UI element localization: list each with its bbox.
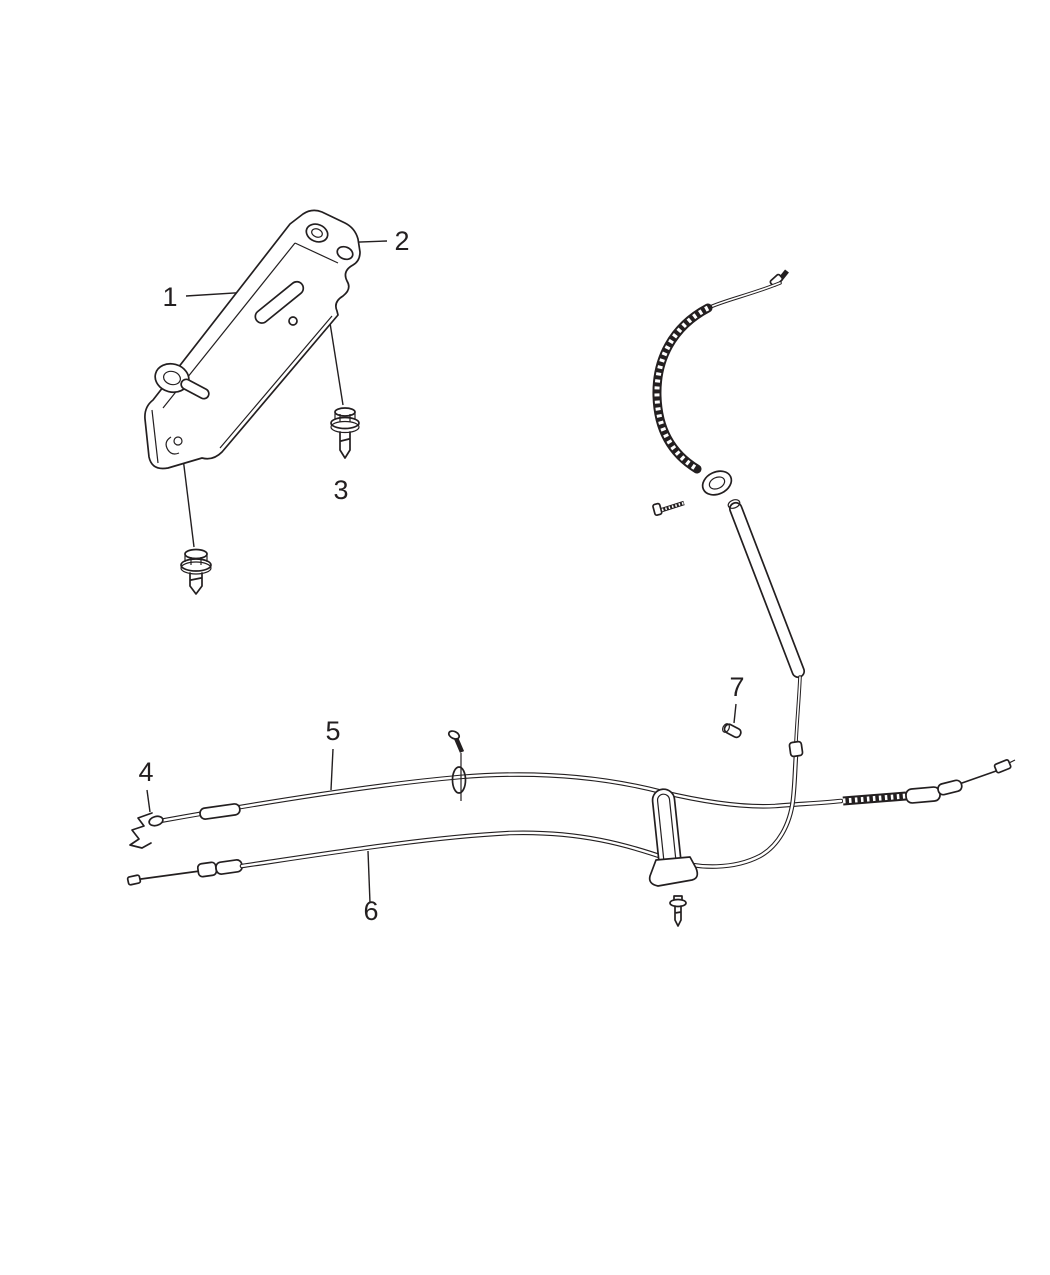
cable-6-path <box>239 752 799 869</box>
callout-label-4: 4 <box>138 757 153 787</box>
retainer-clip-shape <box>129 812 153 849</box>
cable-6-left-fitting-2 <box>215 859 243 875</box>
bolt-left <box>180 548 212 595</box>
cable-5-fitting <box>199 803 241 820</box>
front-cable-lower-core <box>795 676 801 743</box>
bracket-top-hole-inner <box>311 228 323 238</box>
bracket-left-fold <box>151 409 159 464</box>
bracket-bottom-hole <box>173 436 183 446</box>
callout-label-7: 7 <box>729 672 744 702</box>
cable-5-right-fitting <box>905 786 941 804</box>
bolt-right <box>330 407 360 459</box>
strap-screw-shank <box>674 905 682 927</box>
pin-body <box>723 723 742 739</box>
bracket-side-hole <box>336 245 354 261</box>
cable-5-right-fitting-2 <box>937 779 963 796</box>
callout-labels: 1 2 3 4 5 6 7 <box>138 226 744 926</box>
cable-5-path <box>157 772 844 824</box>
leader-4 <box>146 789 151 813</box>
junction-fitting <box>788 740 804 758</box>
clip-stud-head <box>447 730 461 740</box>
cable-5-right-end-tip <box>1008 759 1016 764</box>
bolt-right-head-facets <box>334 412 356 422</box>
mounting-bracket <box>144 209 361 470</box>
bolt-right-flange-edge <box>330 420 360 434</box>
strap-screw <box>669 895 687 927</box>
callout-label-5: 5 <box>325 716 340 746</box>
small-screw-upper-threads <box>661 501 685 512</box>
cable-5-threaded-bands <box>842 793 907 804</box>
pin-end-cap <box>722 723 730 733</box>
clip-cable-band <box>451 766 467 794</box>
cable-5-core <box>158 773 843 823</box>
bracket-grommet-inner <box>163 370 181 386</box>
bracket-slot <box>254 280 305 324</box>
retainer-clip-ferrule <box>148 815 164 827</box>
leader-7 <box>733 703 737 724</box>
callout-label-2: 2 <box>394 226 409 256</box>
cable-clevis-loop-inner <box>708 476 726 490</box>
strap-foot <box>648 856 699 887</box>
cable-6-left-rod <box>140 870 201 880</box>
cable-5-right-end-cap <box>993 759 1012 774</box>
cable-5-right-rod <box>961 769 1000 784</box>
pin-part-7 <box>722 723 742 739</box>
front-cable-conduit-coils <box>654 305 710 472</box>
bolt-right-head <box>334 407 356 417</box>
bolt-left-shank <box>189 572 203 595</box>
bolt-left-head-facets <box>184 554 208 565</box>
leader-5 <box>330 748 334 791</box>
cable-6-left-end-cap <box>126 874 142 886</box>
bracket-flange-fold <box>294 242 339 264</box>
small-screw-upper <box>652 500 685 517</box>
strap-screw-flange <box>669 898 687 908</box>
bolt-left-head <box>184 548 208 560</box>
bracket-top-hole <box>305 223 329 243</box>
cable-end-retainer-clip <box>129 812 164 849</box>
cable-strap-retainer <box>648 788 699 927</box>
bolt-right-flange <box>330 416 360 430</box>
bolt-right-shank <box>339 431 351 459</box>
park-brake-cable-right <box>126 752 799 886</box>
clip-stud-shank <box>453 737 465 753</box>
front-cable-conduit <box>652 303 713 474</box>
bracket-small-hole <box>288 316 298 326</box>
front-cable-upper-core <box>707 282 781 309</box>
equalizer-rod-body <box>728 501 806 679</box>
cable-clip-stud <box>447 730 467 801</box>
equalizer-rod <box>727 499 806 679</box>
equalizer-junction <box>788 740 804 758</box>
cable-6-left-fitting-1 <box>196 861 218 878</box>
park-brake-cable-left <box>129 759 1016 849</box>
bracket-inner-edge-bottom <box>219 315 333 449</box>
bracket-bottom-hook <box>165 436 180 455</box>
bracket-body <box>144 209 361 470</box>
front-cable-assembly <box>652 269 806 744</box>
equalizer-rod-cap <box>727 499 741 509</box>
bracket-stud-pin <box>180 378 210 400</box>
bolt-left-flange-edge <box>180 561 212 575</box>
cable-6-core <box>240 753 798 868</box>
leader-6 <box>367 850 371 904</box>
callout-label-3: 3 <box>333 475 348 505</box>
small-screw-upper-head <box>652 502 663 517</box>
callout-label-6: 6 <box>363 896 378 926</box>
callout-label-1: 1 <box>162 282 177 312</box>
cable-clevis-loop <box>701 470 733 496</box>
